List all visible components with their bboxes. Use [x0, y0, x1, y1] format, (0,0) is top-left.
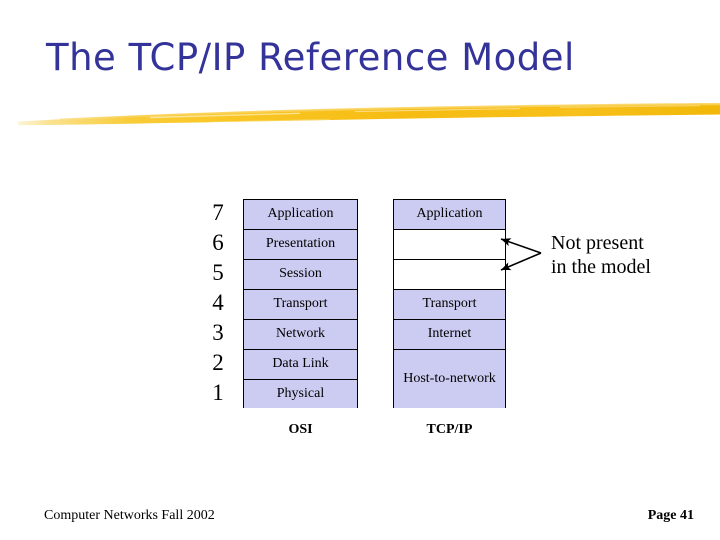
layer-number-7: 7 — [212, 200, 224, 225]
tcpip-stack-label: TCP/IP — [426, 422, 473, 437]
tcpip-layer-host-to-network: Host-to-network — [394, 350, 505, 408]
osi-layer-application: Application — [244, 200, 357, 230]
footer-page-number: Page 41 — [647, 508, 694, 523]
tcpip-layer-empty-lower — [394, 260, 505, 290]
osi-layer-network: Network — [244, 320, 357, 350]
layer-number-5: 5 — [212, 260, 224, 285]
not-present-annotation: Not present in the model — [551, 231, 711, 279]
layer-number-2: 2 — [212, 350, 224, 375]
not-present-line-1: Not present — [551, 232, 644, 254]
osi-layer-transport: Transport — [244, 290, 357, 320]
layer-number-1: 1 — [212, 380, 224, 405]
layer-number-4: 4 — [212, 290, 224, 315]
osi-stack: Application Presentation Session Transpo… — [243, 199, 358, 408]
osi-layer-physical: Physical — [244, 380, 357, 408]
osi-layer-session: Session — [244, 260, 357, 290]
page-title: The TCP/IP Reference Model — [46, 36, 575, 79]
title-underline-brush-stroke — [0, 96, 720, 130]
osi-stack-label: OSI — [288, 422, 313, 437]
tcpip-layer-transport: Transport — [394, 290, 505, 320]
tcpip-layer-empty-upper — [394, 230, 505, 260]
osi-layer-presentation: Presentation — [244, 230, 357, 260]
layer-number-6: 6 — [212, 230, 224, 255]
footer-course-label: Computer Networks Fall 2002 — [44, 508, 215, 523]
tcpip-layer-internet: Internet — [394, 320, 505, 350]
osi-layer-data-link: Data Link — [244, 350, 357, 380]
layer-number-3: 3 — [212, 320, 224, 345]
tcpip-stack: Application Transport Internet Host-to-n… — [393, 199, 506, 408]
tcpip-layer-application: Application — [394, 200, 505, 230]
not-present-line-2: in the model — [551, 256, 651, 278]
